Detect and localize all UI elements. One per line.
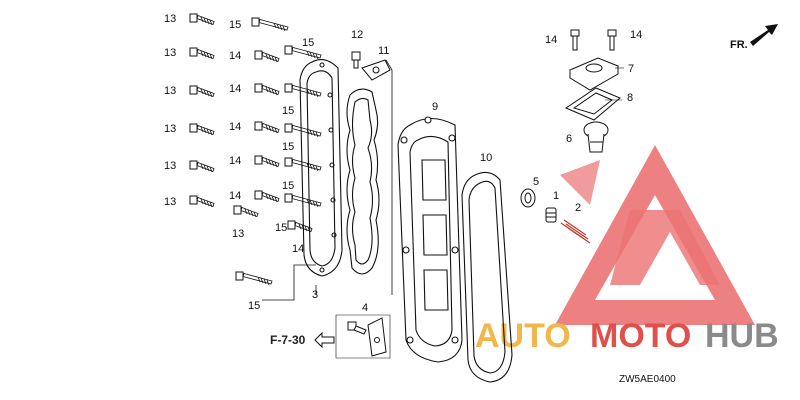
label-13: 13 bbox=[164, 85, 176, 97]
watermark-auto: AUTO bbox=[475, 317, 571, 355]
label-8: 8 bbox=[627, 92, 633, 104]
label-13: 13 bbox=[164, 196, 176, 208]
front-direction-indicator: FR. bbox=[730, 24, 778, 51]
label-13: 13 bbox=[164, 123, 176, 135]
part-labels-left: 13 13 13 13 13 13 13 15 14 14 14 14 14 1… bbox=[164, 13, 318, 312]
label-14: 14 bbox=[229, 121, 241, 133]
label-13: 13 bbox=[164, 160, 176, 172]
label-9: 9 bbox=[432, 101, 438, 113]
label-11: 11 bbox=[378, 45, 389, 57]
front-label: FR. bbox=[730, 39, 748, 51]
part-gasket-wavy bbox=[346, 88, 380, 275]
label-6: 6 bbox=[566, 133, 572, 145]
part-2-spring bbox=[560, 219, 591, 244]
label-4: 4 bbox=[362, 302, 368, 314]
label-12: 12 bbox=[351, 29, 363, 41]
watermark-logo bbox=[555, 145, 755, 325]
label-10: 10 bbox=[480, 152, 492, 164]
label-14: 14 bbox=[229, 50, 241, 62]
part-11-clip bbox=[361, 59, 391, 81]
watermark-hub: HUB bbox=[705, 317, 779, 355]
part-6-thermostat bbox=[583, 121, 609, 153]
part-1-valve bbox=[545, 207, 557, 223]
part-3-cover-plate bbox=[299, 59, 343, 277]
label-15: 15 bbox=[229, 19, 241, 31]
watermark-moto: MOTO bbox=[590, 317, 691, 355]
front-arrow-icon bbox=[750, 24, 778, 46]
label-15: 15 bbox=[282, 141, 294, 153]
part-10-gasket bbox=[461, 171, 513, 383]
label-2: 2 bbox=[575, 202, 581, 214]
label-15: 15 bbox=[248, 300, 260, 312]
label-7: 7 bbox=[628, 63, 634, 75]
label-5: 5 bbox=[533, 176, 539, 188]
part-9-housing bbox=[397, 116, 463, 363]
label-14: 14 bbox=[630, 29, 642, 41]
bolt-column-13 bbox=[189, 13, 259, 218]
label-14: 14 bbox=[229, 83, 241, 95]
label-13: 13 bbox=[164, 13, 176, 25]
label-15: 15 bbox=[302, 37, 314, 49]
label-13: 13 bbox=[164, 47, 176, 59]
part-4-box bbox=[335, 314, 391, 359]
part-4-bracket bbox=[347, 317, 387, 357]
diagram-code: ZW5AE0400 bbox=[619, 374, 676, 385]
watermark-text: AUTO MOTO HUB bbox=[475, 317, 779, 355]
label-15: 15 bbox=[282, 180, 294, 192]
part-5-seal bbox=[520, 188, 536, 208]
label-3: 3 bbox=[312, 289, 318, 301]
label-14: 14 bbox=[229, 155, 241, 167]
part-7-cover bbox=[568, 57, 620, 91]
part-12-small-bolt bbox=[351, 51, 361, 69]
label-14: 14 bbox=[229, 190, 241, 202]
part-8-gasket bbox=[564, 87, 621, 121]
label-14: 14 bbox=[292, 243, 304, 255]
label-14: 14 bbox=[545, 34, 557, 46]
leader-line bbox=[262, 264, 316, 301]
reference-label[interactable]: F-7-30 bbox=[270, 333, 306, 347]
left-arrow-icon bbox=[314, 331, 335, 349]
label-1: 1 bbox=[553, 190, 559, 202]
reference-link[interactable]: F-7-30 bbox=[270, 331, 335, 349]
leader-line bbox=[385, 59, 393, 295]
label-13: 13 bbox=[232, 228, 244, 240]
label-15: 15 bbox=[282, 105, 294, 117]
label-15: 15 bbox=[275, 222, 287, 234]
part-14-bolts-top bbox=[570, 29, 617, 51]
